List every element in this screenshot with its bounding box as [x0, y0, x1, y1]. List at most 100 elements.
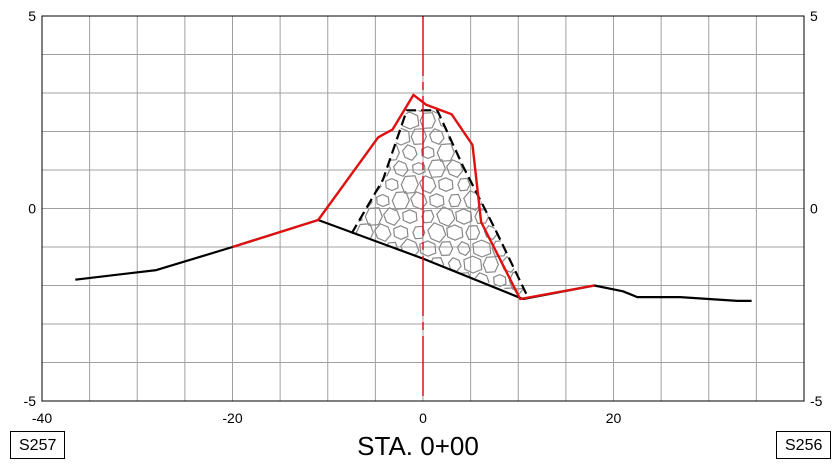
rock-cobble: [427, 110, 447, 114]
rock-cobble: [455, 208, 473, 225]
rock-cobble: [464, 288, 481, 298]
rock-cobble: [329, 111, 347, 131]
rock-cobble: [364, 207, 383, 226]
rock-cobble: [419, 175, 437, 195]
rock-cobble: [519, 257, 528, 272]
rock-cobble: [446, 288, 464, 298]
rock-cobble: [393, 225, 409, 240]
rock-cobble: [493, 145, 507, 160]
rock-cobble: [401, 144, 418, 162]
rock-cobble: [401, 304, 419, 321]
x-tick-label: 0: [419, 410, 427, 426]
rock-cobble: [482, 127, 500, 147]
rock-cobble: [465, 161, 481, 176]
rock-cobble: [391, 254, 411, 276]
rock-cobble: [351, 112, 365, 129]
rock-cobble: [348, 305, 364, 320]
rock-cobble: [429, 193, 445, 208]
rock-cobble: [520, 129, 528, 144]
rock-cobble: [383, 207, 401, 227]
rock-cobble: [402, 209, 418, 224]
rock-cobble: [518, 110, 528, 115]
rock-cobble: [427, 159, 446, 178]
rock-cobble: [482, 192, 500, 209]
rock-cobble: [484, 161, 498, 176]
rock-cobble: [472, 239, 492, 258]
rock-cobble: [491, 111, 509, 131]
rock-cobble: [448, 193, 462, 208]
rock-cobble: [492, 304, 508, 322]
rock-cobble: [455, 143, 473, 163]
rock-cobble: [499, 110, 518, 114]
design-line: [232, 93, 595, 301]
rock-cobble: [492, 208, 507, 225]
y-tick-label-left: -5: [24, 393, 37, 409]
y-tick-label-right: -5: [810, 393, 823, 409]
rock-cobble: [410, 191, 428, 211]
rock-cobble: [499, 223, 519, 242]
station-title: STA. 0+00: [357, 431, 479, 461]
rock-cobble: [457, 177, 471, 192]
left-station-label: S257: [10, 431, 66, 459]
rock-cobble: [351, 110, 354, 112]
rock-cobble: [427, 287, 447, 298]
rock-cobble: [428, 128, 445, 146]
rock-cobble: [518, 224, 528, 242]
rock-cobble: [355, 110, 375, 116]
right-station-label: S256: [776, 431, 832, 459]
rock-cobble: [438, 240, 454, 257]
rock-cobble: [501, 192, 517, 209]
rock-cobble: [465, 224, 481, 241]
rock-cobble: [391, 191, 410, 210]
rock-cobble: [421, 209, 435, 224]
rock-cobble: [482, 256, 500, 274]
rock-cobble: [530, 306, 542, 318]
y-tick-label-right: 0: [810, 201, 818, 217]
series-lines: [75, 93, 752, 302]
rock-cobble: [351, 273, 363, 288]
rock-cobble: [527, 144, 528, 161]
rock-cobble: [473, 304, 490, 322]
rock-cobble: [463, 255, 483, 274]
rock-cobble: [527, 208, 528, 226]
plot-border: [41, 15, 805, 402]
y-tick-label-left: 0: [28, 201, 36, 217]
rock-cobble: [446, 110, 464, 114]
rock-cobble: [436, 143, 455, 162]
rock-cobble: [366, 241, 382, 256]
rock-cobble: [364, 270, 384, 292]
rock-cobble: [519, 192, 528, 209]
rock-cobble: [331, 146, 345, 160]
rock-cobble: [411, 110, 426, 113]
rock-cobble: [446, 224, 464, 241]
rock-cobble: [458, 307, 470, 319]
rock-cobble: [446, 159, 464, 179]
rock-cobble: [483, 110, 498, 112]
rock-cobble: [474, 145, 490, 160]
rock-cobble: [499, 158, 519, 180]
rock-cobble: [374, 288, 392, 298]
y-tick-label-right: 5: [810, 8, 818, 24]
x-tick-label: -20: [222, 410, 242, 426]
rock-cobble: [351, 255, 356, 275]
rock-cobble: [419, 240, 437, 257]
rock-cobble: [392, 160, 409, 178]
rock-cobble: [374, 223, 392, 243]
rock-cobble: [438, 177, 454, 192]
rock-cobble: [427, 222, 447, 244]
rock-cobble: [436, 271, 456, 290]
rock-cobble: [351, 144, 363, 161]
x-tick-label: 20: [606, 410, 622, 426]
rock-cobble: [384, 177, 399, 192]
rock-cobble: [491, 176, 509, 193]
rock-cobble: [436, 206, 456, 228]
rock-cobble: [393, 288, 409, 298]
rock-cobble: [527, 271, 528, 291]
rock-cobble: [366, 112, 382, 129]
rock-cobble: [351, 176, 365, 194]
rock-cobble: [464, 110, 481, 114]
rock-cobble: [329, 240, 346, 257]
rock-cobble: [472, 111, 491, 130]
